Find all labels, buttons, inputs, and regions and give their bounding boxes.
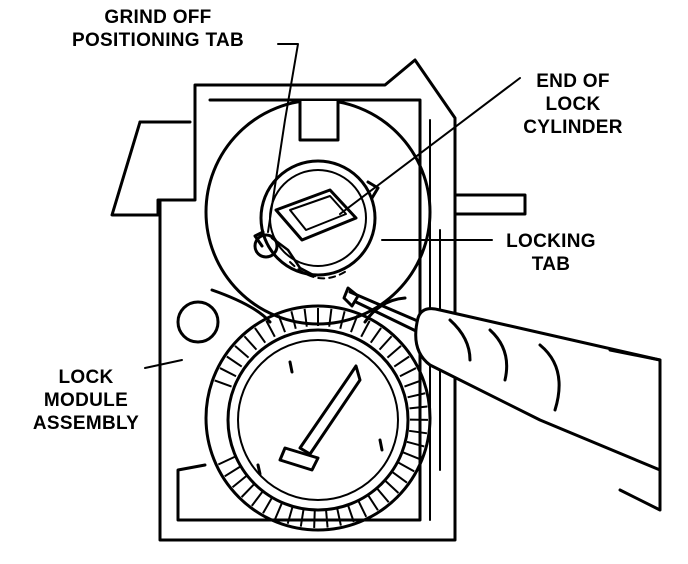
cylinder-tab-left	[253, 230, 265, 248]
dial-tick	[408, 429, 428, 435]
screwdriver-shaft-2	[354, 300, 420, 334]
label-locking-tab: LOCKING TAB	[506, 231, 596, 275]
mounting-hole	[176, 300, 220, 344]
lock-cylinder-end	[259, 159, 377, 277]
dial-tick	[234, 345, 250, 359]
leader-lock-module	[144, 359, 183, 369]
dial-tick	[240, 483, 255, 498]
positioning-tab	[253, 233, 279, 259]
dial-tick	[399, 367, 417, 378]
leader-end-of-lock	[339, 77, 521, 215]
dial-tick	[407, 392, 426, 399]
top-notch	[298, 99, 340, 142]
label-grind-off: GRIND OFF POSITIONING TAB	[72, 7, 244, 51]
dial-tick	[224, 465, 241, 478]
lower-dial-outer	[204, 304, 432, 532]
screwdriver-shaft	[348, 290, 422, 324]
dial-tick	[402, 451, 421, 461]
bracket-right	[453, 193, 527, 216]
dial-tick	[384, 480, 400, 494]
dial-tick	[409, 405, 428, 410]
dial-tick-ring	[214, 308, 429, 528]
dial-tick	[262, 497, 273, 514]
housing-outline	[158, 58, 457, 542]
dial-tick	[254, 327, 267, 344]
dial-tick	[391, 471, 408, 484]
dial-tick	[231, 475, 248, 489]
dial-tick	[393, 355, 410, 368]
dial-mark-3	[256, 463, 262, 476]
dial-tick	[217, 455, 236, 466]
handle-ridge-2	[488, 328, 509, 382]
screwdriver-tip	[342, 286, 360, 308]
dial-tick	[325, 509, 329, 528]
dial-tick	[350, 314, 359, 333]
dial-tick	[360, 320, 371, 338]
dial-tick	[286, 506, 294, 525]
cylinder-tab-right	[366, 180, 380, 200]
locking-tab	[270, 236, 317, 278]
key-slot	[274, 188, 358, 242]
dial-tick	[378, 335, 393, 351]
dial-tick	[367, 494, 379, 511]
dial-tick	[299, 508, 305, 527]
dial-tick	[243, 335, 258, 351]
housing-inner-panel	[176, 98, 422, 522]
dial-tick	[226, 355, 243, 368]
dial-tick	[251, 490, 264, 507]
label-lock-module-assembly: LOCK MODULE ASSEMBLY	[32, 367, 140, 434]
dial-tick	[397, 461, 415, 473]
screwdriver-handle	[414, 307, 662, 472]
handle-ridge-1	[448, 318, 472, 362]
dial-tick	[339, 311, 346, 329]
key-slot-inner	[289, 195, 347, 231]
dial-tick	[406, 440, 425, 448]
dial-tick	[303, 308, 308, 327]
lower-dial-inner	[226, 328, 410, 512]
dial-mark-2	[378, 438, 384, 452]
lower-dial-face	[237, 339, 399, 501]
dial-tick	[219, 367, 237, 378]
dial-tick	[274, 502, 283, 520]
dial-tick	[277, 314, 286, 333]
dial-tick	[265, 320, 276, 338]
dial-tick	[376, 487, 390, 503]
dial-tick	[290, 311, 297, 329]
dial-tick	[328, 308, 333, 327]
dial-tick	[386, 345, 402, 359]
dial-tick	[404, 379, 422, 388]
dial-pointer	[298, 364, 362, 456]
handle-end	[608, 348, 662, 512]
label-end-of-lock-cylinder: END OF LOCK CYLINDER	[523, 71, 623, 138]
leader-grind-off	[267, 43, 299, 233]
dial-mark-1	[288, 360, 294, 374]
dial-tick	[357, 500, 368, 518]
dial-tick	[347, 504, 355, 523]
dial-tick	[369, 327, 382, 344]
dial-tick	[313, 509, 316, 528]
handle-ridge-3	[538, 343, 561, 412]
dial-pointer-base	[278, 446, 320, 472]
dial-tick	[214, 379, 232, 388]
locking-tab-arc	[289, 261, 349, 280]
dial-tick	[336, 507, 342, 526]
